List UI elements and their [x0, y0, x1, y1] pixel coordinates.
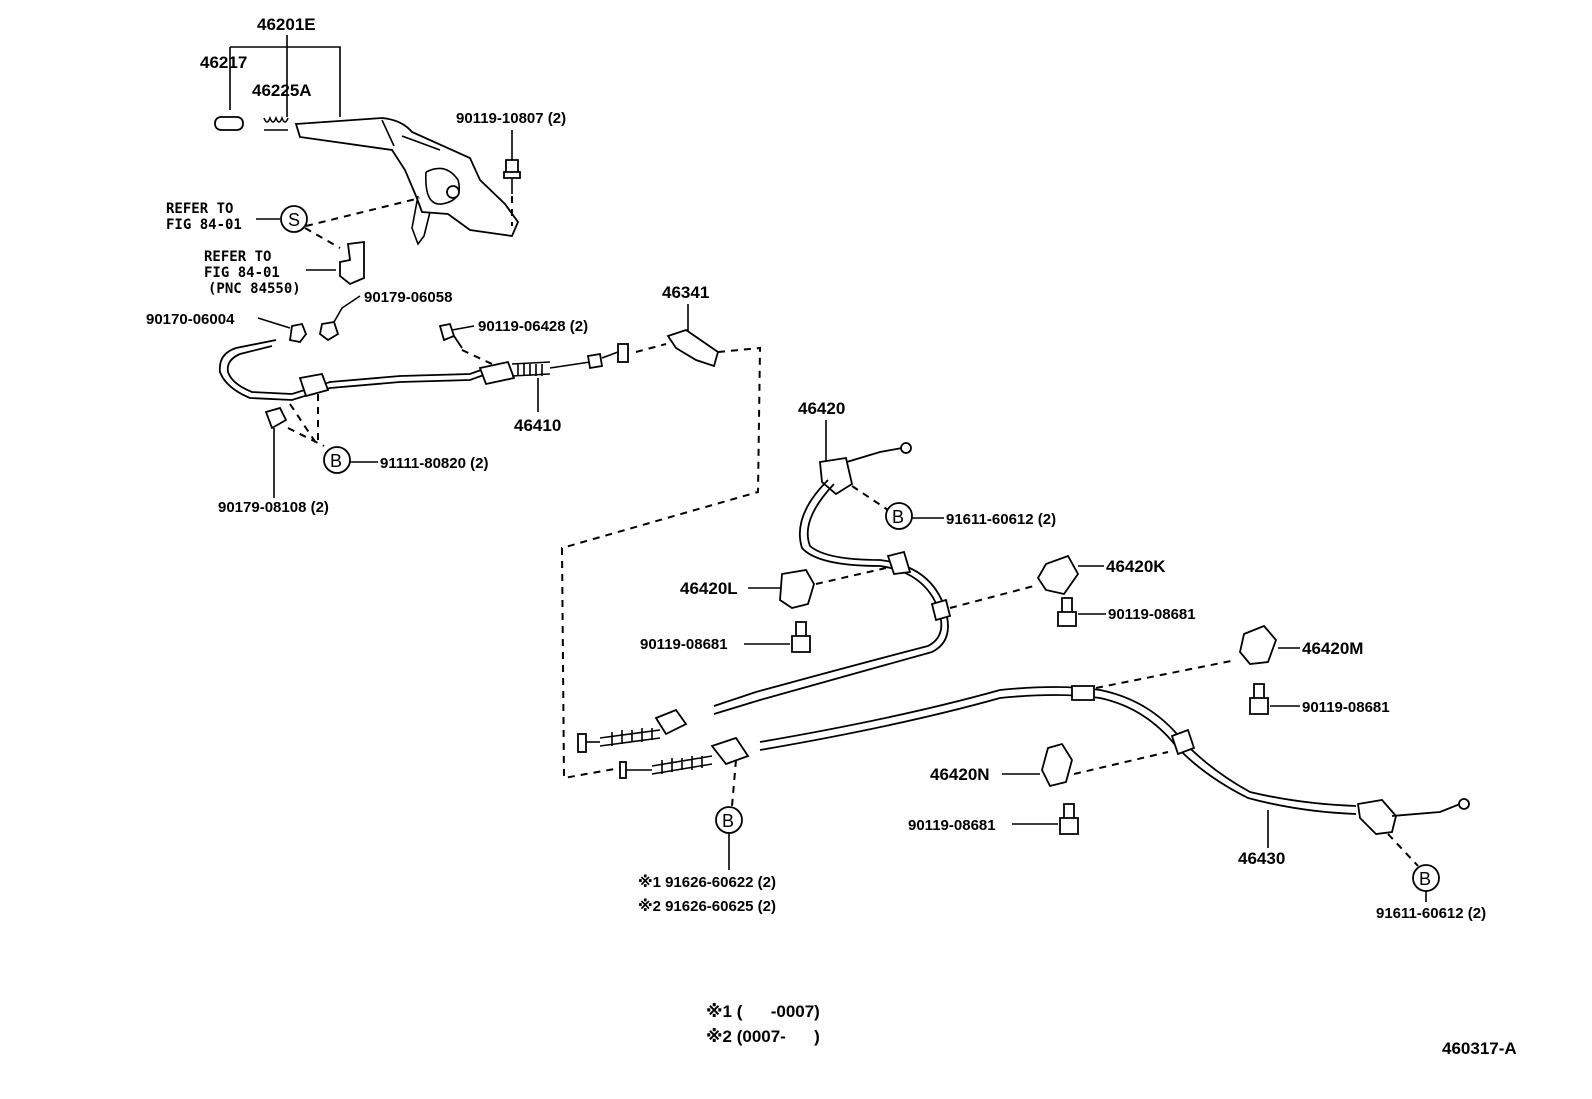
label-46420M: 46420M — [1302, 639, 1363, 658]
bracket-part — [339, 240, 365, 286]
label-91611-60612-lh: 91611-60612 (2) — [946, 511, 1056, 528]
ref-bracket-line1: REFER TO — [204, 249, 271, 265]
label-46420K: 46420K — [1106, 557, 1166, 576]
label-91611-60612-rh: 91611-60612 (2) — [1376, 905, 1486, 922]
clamp-n-bolt-part — [1059, 803, 1079, 835]
cable-bolt-part — [438, 322, 463, 349]
rear-lh-bracket — [819, 456, 854, 496]
label-90119-08681-l: 90119-08681 — [640, 636, 728, 653]
clamp-m-group: 46420M 90119-08681 — [1095, 624, 1390, 716]
spring-part — [263, 115, 289, 131]
rear-lh-grommet-1 — [886, 550, 912, 575]
equalizer-part — [666, 329, 720, 368]
label-90170-06004: 90170-06004 — [146, 311, 235, 328]
front-nut-part — [264, 406, 288, 430]
label-90119-08681-m: 90119-08681 — [1302, 699, 1390, 716]
clamp-k-part — [1036, 554, 1080, 596]
label-46341: 46341 — [662, 283, 709, 302]
rear-rh-grommet-1 — [1071, 685, 1095, 701]
lever-assembly-group: 46201E 46217 46225A 90119-10807 (2) — [200, 15, 566, 246]
b-circle-rear-lh — [885, 502, 913, 530]
clamp-k-bolt-part — [1057, 597, 1077, 627]
label-46201E: 46201E — [257, 15, 316, 34]
knob-part — [214, 116, 244, 131]
legend: ※1 ( -0007) ※2 (0007- ) — [706, 1002, 820, 1046]
rear-cable-lh-group: 46420 B 91611-60612 (2) — [577, 399, 1056, 753]
clamp-l-part — [779, 569, 815, 609]
label-46225A: 46225A — [252, 81, 312, 100]
b-circle-rear-lh-letter: B — [892, 507, 904, 527]
rear-lh-end-boot — [654, 708, 688, 736]
nut-left-part — [288, 322, 308, 343]
front-cable-group: 90170-06004 90179-06058 90119-06428 (2) … — [146, 289, 629, 516]
rear-cable-rh-group: 46430 B 91611-60612 (2) B ※1 91626-60622… — [619, 685, 1486, 922]
label-91111-80820: 91111-80820 (2) — [380, 455, 488, 472]
label-46217: 46217 — [200, 53, 247, 72]
s-circle-letter: S — [288, 210, 300, 230]
equalizer-group: 46341 — [560, 283, 762, 780]
clamp-l-bolt-part — [791, 621, 811, 653]
clamp-m-part — [1239, 624, 1278, 665]
b-circle-front-letter: B — [330, 451, 342, 471]
label-46420L: 46420L — [680, 579, 738, 598]
label-90119-10807: 90119-10807 (2) — [456, 110, 566, 127]
label-46410: 46410 — [514, 416, 561, 435]
clamp-k-group: 46420K 90119-08681 — [949, 554, 1196, 627]
b-circle-center-letter: B — [722, 811, 734, 831]
front-cable-boot — [478, 360, 516, 386]
legend-note-2: ※2 (0007- ) — [706, 1027, 820, 1046]
legend-note-1: ※1 ( -0007) — [706, 1002, 820, 1021]
ref-bracket-line3: (PNC 84550) — [208, 281, 301, 297]
clamp-n-part — [1041, 742, 1073, 788]
label-90179-08108: 90179-08108 (2) — [218, 499, 329, 516]
s-circle-symbol — [280, 205, 308, 233]
label-90119-06428: 90119-06428 (2) — [478, 318, 588, 335]
clamp-l-group: 46420L 90119-08681 — [640, 567, 887, 653]
b-circle-front — [323, 446, 351, 474]
label-46420: 46420 — [798, 399, 845, 418]
lever-bolt-part — [503, 159, 521, 179]
label-90179-06058: 90179-06058 — [364, 289, 452, 306]
front-cable-bracket — [298, 372, 330, 398]
clamp-m-bolt-part — [1249, 683, 1269, 715]
diagram-code: 460317-A — [1442, 1039, 1517, 1058]
rear-rh-end-boot — [710, 736, 750, 766]
clip-note-2: ※2 91626-60625 (2) — [638, 897, 776, 915]
ref-s-line2: FIG 84-01 — [166, 217, 242, 233]
b-circle-rear-rh-letter: B — [1419, 869, 1431, 889]
label-46430: 46430 — [1238, 849, 1285, 868]
lever-part — [294, 117, 520, 237]
ref-s-line1: REFER TO — [166, 201, 233, 217]
rear-rh-bracket — [1356, 799, 1397, 835]
ref-bracket-line2: FIG 84-01 — [204, 265, 280, 281]
clip-note-1: ※1 91626-60622 (2) — [638, 873, 776, 891]
reference-notes: REFER TO FIG 84-01 S REFER TO FIG 84-01 … — [166, 201, 365, 297]
nut-right-part — [319, 320, 340, 342]
label-90119-08681-n: 90119-08681 — [908, 817, 996, 834]
label-46420N: 46420N — [930, 765, 990, 784]
label-90119-08681-k: 90119-08681 — [1108, 606, 1196, 623]
rear-lh-grommet-2 — [930, 598, 952, 622]
rear-rh-grommet-2 — [1170, 728, 1196, 756]
clamp-n-group: 46420N 90119-08681 — [908, 742, 1169, 835]
